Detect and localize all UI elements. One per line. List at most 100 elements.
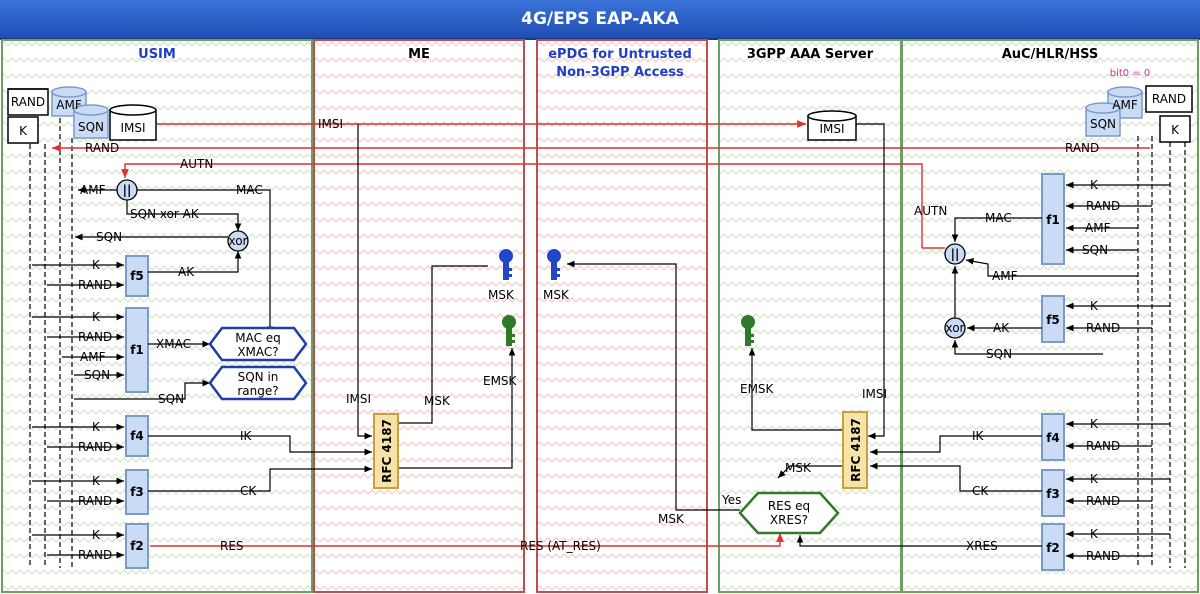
diagram-canvas: USIM ME ePDG for Untrusted Non-3GPP Acce… <box>1 39 1199 593</box>
epdg-msk-key-icon <box>547 249 561 280</box>
me-msk-key-icon <box>499 249 513 280</box>
usim-f1: f1 <box>130 343 144 357</box>
usim-k-signal-f1: K <box>92 310 101 324</box>
usim-concat: || <box>123 183 132 197</box>
hss-vertical-lines <box>1137 136 1186 568</box>
hss-stores <box>1085 85 1193 143</box>
aaa-emsk-signal: EMSK <box>740 382 775 396</box>
aaa-rfc-box <box>842 411 868 489</box>
aaa-imsi-store <box>807 110 857 141</box>
hss-amf-signal-concat: AMF <box>992 269 1018 283</box>
hss-f2: f2 <box>1046 541 1060 555</box>
header-epdg-line1: ePDG for Untrusted <box>548 47 692 62</box>
aaa-decision-res <box>738 491 840 535</box>
signal-rand-hss: RAND <box>1065 141 1099 155</box>
column-me <box>313 39 525 593</box>
me-emsk-key-icon <box>502 315 516 346</box>
title-bar: 4G/EPS EAP-AKA <box>0 0 1200 40</box>
me-rfc-box <box>373 413 399 489</box>
usim-imsi-store: IMSI <box>120 121 145 135</box>
hss-concat: || <box>951 247 960 261</box>
hss-amf-store: AMF <box>1112 98 1138 112</box>
usim-xmac-signal: XMAC <box>156 337 191 351</box>
usim-amf-signal-f1: AMF <box>80 350 106 364</box>
hss-amf-signal-f1: AMF <box>1085 221 1111 235</box>
aaa-emsk-key-icon <box>741 315 755 346</box>
usim-decision-sqn-line1: SQN in <box>238 370 279 384</box>
usim-xor: xor <box>228 234 247 248</box>
hss-k-signal-f5: K <box>1090 299 1099 313</box>
usim-f4: f4 <box>130 429 144 443</box>
usim-amf-signal: AMF <box>80 183 106 197</box>
signal-rand-usim: RAND <box>85 141 119 155</box>
signal-imsi-me: IMSI <box>318 117 343 131</box>
hss-sqn-signal-xor: SQN <box>986 347 1012 361</box>
aaa-imsi-label: IMSI <box>819 122 844 136</box>
usim-functions <box>125 255 149 569</box>
hss-k-signal-f2: K <box>1090 527 1099 541</box>
hss-rand-signal-f1: RAND <box>1086 199 1120 213</box>
hss-f3: f3 <box>1046 487 1060 501</box>
usim-ck-signal: CK <box>240 484 257 498</box>
me-imsi-signal: IMSI <box>346 392 371 406</box>
me-wires <box>357 124 516 469</box>
usim-rand-signal-f4: RAND <box>78 440 112 454</box>
usim-decision-sqn-line2: range? <box>237 384 278 398</box>
hss-xres-signal: XRES <box>966 539 998 553</box>
usim-k-signal-f3: K <box>92 474 101 488</box>
usim-rand-signal-f1: RAND <box>78 330 112 344</box>
hss-ak-signal: AK <box>993 321 1010 335</box>
header-epdg-line2: Non-3GPP Access <box>556 65 684 80</box>
usim-amf-store: AMF <box>56 98 82 112</box>
hss-autn-signal: AUTN <box>914 204 947 218</box>
hss-f1: f1 <box>1046 213 1060 227</box>
usim-decision-mac-line1: MAC eq <box>235 331 281 345</box>
usim-sqn-signal: SQN <box>96 230 122 244</box>
signal-autn-usim: AUTN <box>180 157 213 171</box>
usim-decision-mac <box>208 326 308 362</box>
me-msk-signal: MSK <box>424 394 451 408</box>
signal-res: RES <box>220 539 244 553</box>
hss-f5: f5 <box>1046 313 1060 327</box>
usim-rand-store: RAND <box>11 95 45 109</box>
hss-k-signal-f4: K <box>1090 417 1099 431</box>
me-msk-key-label: MSK <box>488 288 515 302</box>
diagram-title: 4G/EPS EAP-AKA <box>521 9 679 29</box>
header-hss: AuC/HLR/HSS <box>1002 47 1099 62</box>
usim-f3: f3 <box>130 485 144 499</box>
hss-concat-node <box>944 243 966 339</box>
usim-ik-signal: IK <box>240 429 253 443</box>
epdg-msk-signal: MSK <box>658 512 685 526</box>
usim-rand-signal-f2: RAND <box>78 548 112 562</box>
red-signals <box>52 120 1150 547</box>
epdg-msk-key-label: MSK <box>543 288 570 302</box>
epdg-wires <box>567 260 740 511</box>
usim-stores <box>7 86 157 144</box>
usim-f2: f2 <box>130 539 144 553</box>
hss-f4: f4 <box>1046 431 1060 445</box>
aaa-yes-label: Yes <box>721 493 741 507</box>
aaa-imsi-signal: IMSI <box>862 387 887 401</box>
usim-k-signal-f5: K <box>92 258 101 272</box>
hss-functions <box>1041 173 1065 571</box>
me-emsk-signal: EMSK <box>483 374 518 388</box>
hss-k-signal-f1: K <box>1090 178 1099 192</box>
me-rfc-label: RFC 4187 <box>380 419 394 483</box>
column-usim <box>1 39 313 593</box>
aaa-rfc-label: RFC 4187 <box>849 418 863 482</box>
usim-ak-signal: AK <box>178 265 195 279</box>
hss-ck-signal: CK <box>972 484 989 498</box>
usim-sqn-range-signal: SQN <box>158 392 184 406</box>
usim-k-signal-f4: K <box>92 420 101 434</box>
hss-wires <box>796 181 1170 560</box>
usim-k-signal-f2: K <box>92 528 101 542</box>
hss-mac-signal: MAC <box>985 211 1012 225</box>
hss-ik-signal: IK <box>972 429 985 443</box>
header-me: ME <box>408 47 430 62</box>
hss-sqn-signal-f1: SQN <box>1082 243 1108 257</box>
aaa-wires <box>748 123 885 479</box>
hss-k-store: K <box>1171 123 1180 137</box>
usim-sqn-signal-f1: SQN <box>84 368 110 382</box>
header-aaa: 3GPP AAA Server <box>747 47 874 62</box>
usim-rand-signal-f3: RAND <box>78 494 112 508</box>
